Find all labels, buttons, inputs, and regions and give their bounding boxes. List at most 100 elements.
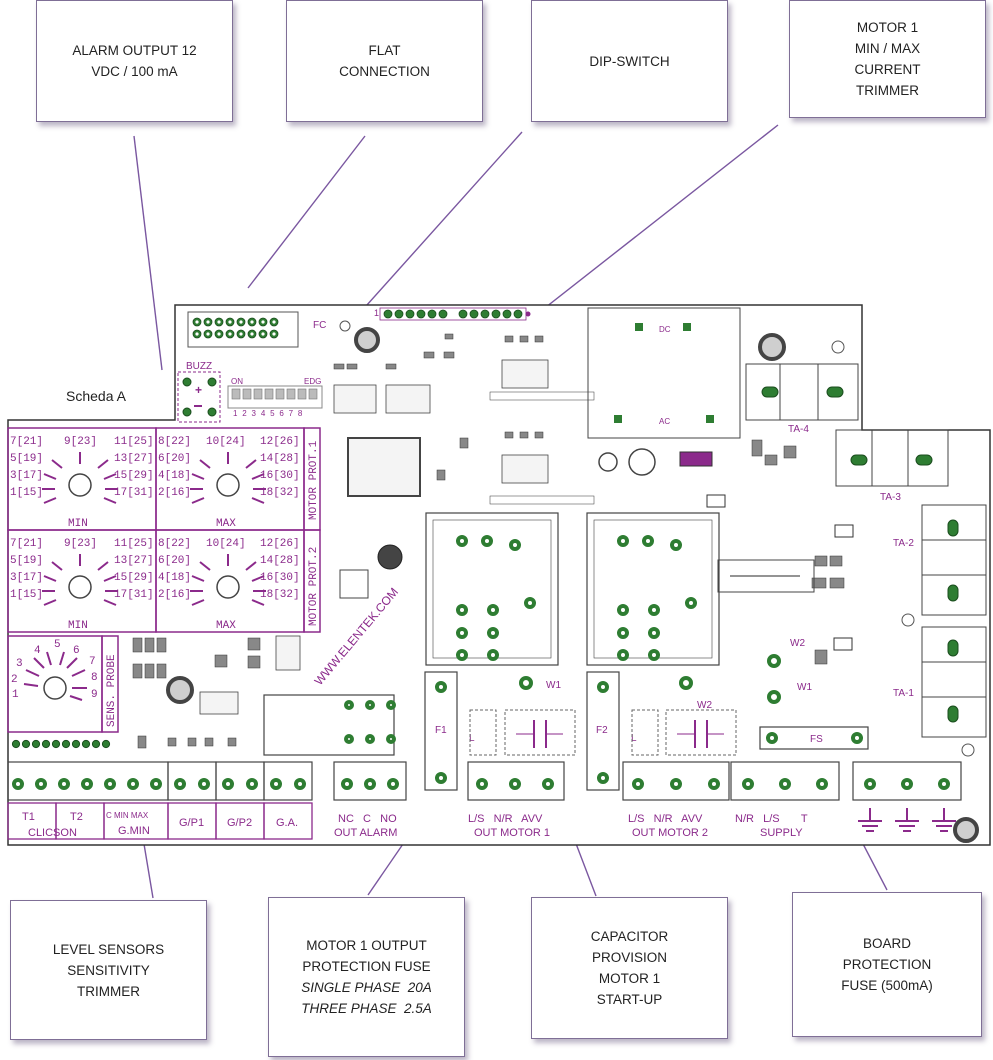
- dial-label: 17[31]: [114, 487, 154, 499]
- callout-line: MOTOR 1 OUTPUT: [306, 938, 427, 953]
- sens-number: 6: [73, 645, 80, 657]
- dial-label: 14[28]: [260, 555, 300, 567]
- ta-pads: [761, 386, 959, 723]
- dial-label: 2[16]: [158, 487, 191, 499]
- callout-line: DIP-SWITCH: [589, 53, 670, 69]
- dial-label: 15[29]: [114, 572, 154, 584]
- callout-line: TRIMMER: [856, 83, 919, 98]
- capacitor-provisions: [469, 709, 737, 756]
- l-label-2: L: [631, 733, 637, 744]
- motor1-pins-label: L/S N/R AVV: [468, 813, 543, 825]
- callout-line: MOTOR 1: [856, 20, 919, 35]
- dial-label: 5[19]: [10, 555, 43, 567]
- max-label: MAX: [216, 518, 236, 530]
- terminal-screws: [12, 778, 950, 790]
- terminal-label-frames: [7, 802, 313, 840]
- dial-label: 13[27]: [114, 555, 154, 567]
- callout-line: BOARD: [862, 936, 911, 951]
- trimmer-labels: 7[21] 5[19] 3[17] 1[15] 9[23] 11[25] 13[…: [10, 436, 300, 701]
- dial-label: 3[17]: [10, 572, 43, 584]
- buzz-label: BUZZ: [186, 361, 212, 372]
- dial-label: 11[25]: [114, 538, 154, 550]
- dial-label: 12[26]: [260, 436, 300, 448]
- ta1-label: TA-1: [893, 688, 914, 699]
- leader-flat-connection: [247, 135, 366, 289]
- callout-line: PROTECTION FUSE: [302, 959, 431, 974]
- callout-motor1-trimmer: MOTOR 1 MIN / MAX CURRENT TRIMMER: [789, 0, 986, 118]
- callout-line: FLAT: [368, 43, 401, 58]
- dial-label: 2[16]: [158, 589, 191, 601]
- callout-line: ALARM OUTPUT 12: [72, 43, 197, 58]
- callout-line: PROVISION: [591, 950, 667, 965]
- inductor: [377, 544, 403, 570]
- dip-switch: ON EDG 1 2 3 4 5 6 7 8: [227, 377, 323, 418]
- dial-label: 6[20]: [158, 453, 191, 465]
- w1-label-a: W1: [546, 680, 561, 691]
- trimmer-ticks: [23, 452, 266, 701]
- flat-connector: FC: [187, 311, 380, 353]
- dial-label: 7[21]: [10, 538, 43, 550]
- dial-label: 10[24]: [206, 538, 246, 550]
- callout-line: CURRENT: [854, 62, 921, 77]
- gmin-label: G.MIN: [118, 825, 150, 837]
- ga-label: G.A.: [276, 817, 298, 829]
- f2-label: F2: [596, 725, 608, 736]
- ac-label: AC: [659, 417, 670, 426]
- relay-pads: [344, 535, 697, 744]
- callout-line: TRIMMER: [76, 983, 140, 999]
- callout-line: START-UP: [596, 992, 663, 1007]
- motor-prot-2-label: MOTOR PROT.2: [308, 547, 320, 626]
- terminal-blocks: [7, 761, 962, 801]
- dial-label: 8[22]: [158, 538, 191, 550]
- callout-line: MOTOR 1: [598, 971, 661, 986]
- dial-label: 11[25]: [114, 436, 154, 448]
- callout-line: FUSE (500mA): [841, 978, 933, 993]
- callout-line: THREE PHASE 2.5A: [301, 1001, 432, 1016]
- gp2-label: G/P2: [227, 817, 252, 829]
- dial-label: 5[19]: [10, 453, 43, 465]
- trimmer-dials: [43, 473, 240, 700]
- integrated-circuits: [199, 359, 549, 715]
- dial-label: 18[32]: [260, 487, 300, 499]
- callout-line: VDC / 100 mA: [91, 64, 178, 79]
- dial-label: 6[20]: [158, 555, 191, 567]
- svg-text:+: +: [195, 383, 202, 397]
- ta-blocks: [745, 363, 987, 738]
- gp1-label: G/P1: [179, 817, 204, 829]
- pin1-label: 1: [374, 308, 379, 318]
- regulator: [339, 569, 369, 599]
- c-min-max-label: C MIN MAX: [106, 811, 149, 820]
- board-name: Scheda A: [66, 388, 126, 404]
- callout-dip-switch: DIP-SWITCH: [531, 0, 728, 122]
- ta3-label: TA-3: [880, 492, 901, 503]
- relays: [263, 512, 720, 756]
- callout-line: MIN / MAX: [854, 41, 921, 56]
- max-label: MAX: [216, 620, 236, 632]
- smd-parts: [132, 333, 854, 749]
- dip-numbers: 1 2 3 4 5 6 7 8: [233, 409, 304, 418]
- dial-label: 10[24]: [206, 436, 246, 448]
- supply-pins-label: N/R L/S T: [735, 813, 808, 825]
- trimmer-panels: [7, 427, 321, 733]
- fc-label: FC: [313, 320, 326, 331]
- motor2-pins-label: L/S N/R AVV: [628, 813, 703, 825]
- callout-line: PROTECTION: [842, 957, 932, 972]
- sens-number: 4: [34, 645, 41, 657]
- supply-label: SUPPLY: [760, 827, 803, 839]
- dial-label: 13[27]: [114, 453, 154, 465]
- dial-label: 12[26]: [260, 538, 300, 550]
- dial-label: 9[23]: [64, 436, 97, 448]
- dial-label: 3[17]: [10, 470, 43, 482]
- ta4-label: TA-4: [788, 424, 809, 435]
- alarm-pins-label: NC C NO: [338, 813, 397, 825]
- w1-label-b: W1: [797, 682, 812, 693]
- min-label: MIN: [68, 518, 88, 530]
- sens-number: 5: [54, 639, 61, 651]
- out-alarm-label: OUT ALARM: [334, 827, 397, 839]
- top-header-pins: 1: [374, 307, 531, 321]
- sens-number: 1: [12, 689, 19, 701]
- dip-edg-label: EDG: [304, 377, 321, 386]
